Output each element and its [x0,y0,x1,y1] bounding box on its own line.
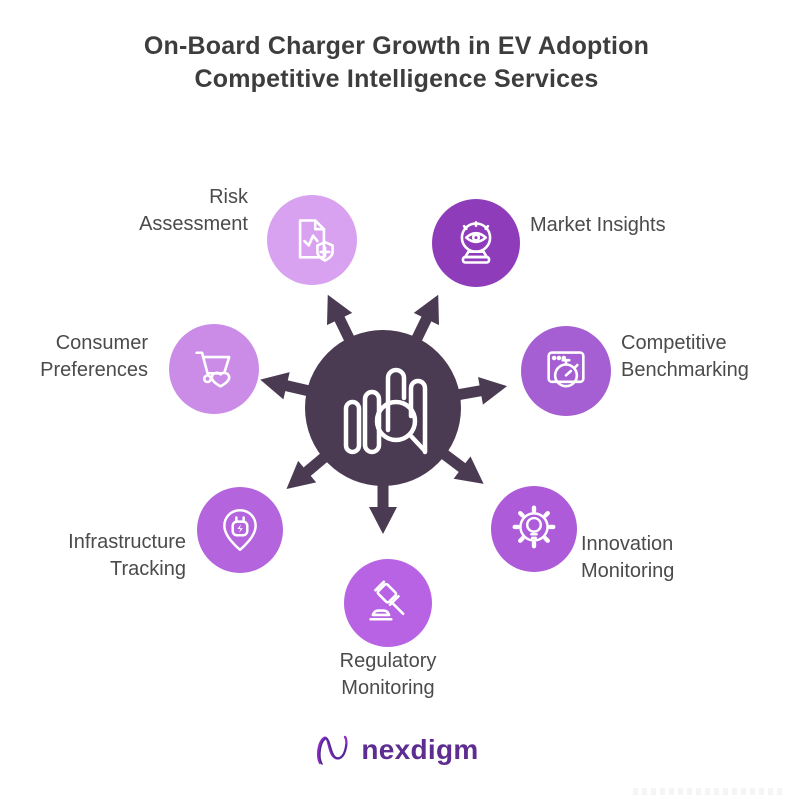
node-market-insights [432,199,520,287]
label-line: Tracking [110,558,186,580]
title-line-2: Competitive Intelligence Services [194,65,599,93]
label-line: Assessment [139,213,248,235]
label-line: Innovation [581,533,674,555]
node-competitive-benchmarking [521,326,611,416]
label-regulatory-monitoring: Regulatory Monitoring [288,648,488,702]
label-line: Infrastructure [68,531,186,553]
label-line: Preferences [40,359,148,381]
document-shield-plus-icon [298,219,334,262]
label-line: Regulatory [339,650,437,672]
gear-lightbulb-icon [512,505,556,549]
label-line: Monitoring [581,560,675,582]
label-line: Market Insights [530,214,666,236]
title-line-1: On-Board Charger Growth in EV Adoption [143,32,650,60]
node-consumer-preferences [169,324,259,414]
bar-chart-magnifier-icon [343,367,428,455]
corner-watermark [633,788,783,795]
label-line: Monitoring [341,677,435,699]
label-line: Risk [209,186,248,208]
browser-stopwatch-icon [547,351,585,388]
crystal-ball-eye-icon [460,221,492,264]
gavel-icon [369,580,405,621]
label-market-insights: Market Insights [530,212,666,239]
label-innovation-monitoring: Innovation Monitoring [581,531,674,585]
ev-charger-pin-icon [223,508,257,552]
label-competitive-benchmarking: Competitive Benchmarking [621,330,749,384]
label-line: Benchmarking [621,359,749,381]
node-infrastructure-tracking [197,487,283,573]
cart-heart-icon [195,351,231,388]
label-line: Competitive [621,332,727,354]
node-risk-assessment [267,195,357,285]
nexdigm-logo-icon [317,735,348,765]
label-line: Consumer [55,332,148,354]
brand-wordmark: nexdigm [361,734,479,765]
footer-logo: nexdigm [0,731,793,769]
label-risk-assessment: Risk Assessment [139,184,248,238]
node-regulatory-monitoring [344,559,432,647]
label-consumer-preferences: Consumer Preferences [40,330,148,384]
page-title: On-Board Charger Growth in EV Adoption C… [0,30,793,96]
node-innovation-monitoring [491,486,577,572]
label-infrastructure-tracking: Infrastructure Tracking [68,529,186,583]
